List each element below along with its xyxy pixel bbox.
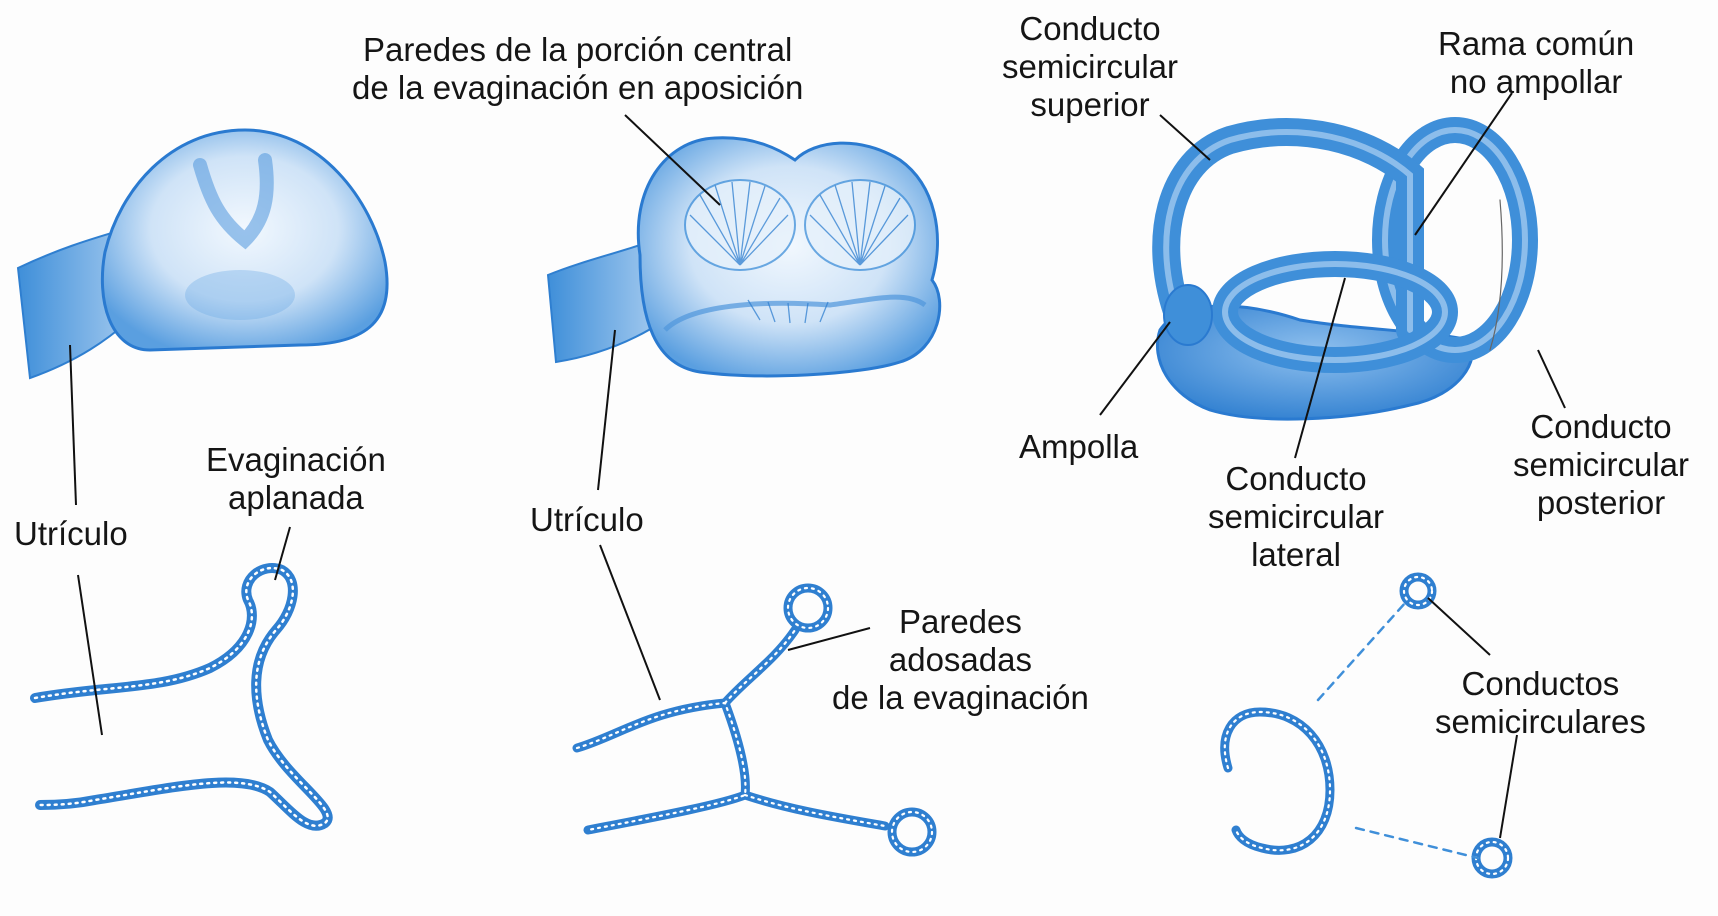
label-utriculo-2: Utrículo <box>530 501 644 539</box>
label-sc-posterior: Conducto semicircular posterior <box>1513 408 1689 522</box>
label-rama-comun: Rama común no ampollar <box>1438 25 1634 101</box>
label-paredes-adosadas: Paredes adosadas de la evaginación <box>832 603 1089 717</box>
panel2-utricle-3d <box>548 138 940 376</box>
label-line: lateral <box>1208 536 1384 574</box>
label-line: Conducto <box>1002 10 1178 48</box>
label-line: posterior <box>1513 484 1689 522</box>
label-line: superior <box>1002 86 1178 124</box>
label-line: adosadas <box>832 641 1089 679</box>
label-evaginacion-aplanada: Evaginación aplanada <box>206 441 386 517</box>
label-line: Rama común <box>1438 25 1634 63</box>
label-line: Evaginación <box>206 441 386 479</box>
label-line: semicirculares <box>1435 703 1646 741</box>
label-line: aplanada <box>206 479 386 517</box>
label-line: Paredes de la porción central <box>352 31 803 69</box>
label-line: no ampollar <box>1438 63 1634 101</box>
label-sc-superior: Conducto semicircular superior <box>1002 10 1178 124</box>
label-utriculo-1: Utrículo <box>14 515 128 553</box>
label-ampolla: Ampolla <box>1019 428 1138 466</box>
label-line: semicircular <box>1208 498 1384 536</box>
label-line: Conducto <box>1208 460 1384 498</box>
label-line: Paredes <box>832 603 1089 641</box>
label-line: semicircular <box>1002 48 1178 86</box>
label-conductos-semicirculares: Conductos semicirculares <box>1435 665 1646 741</box>
label-line: de la evaginación <box>832 679 1089 717</box>
panel1-utricle-3d <box>18 130 387 378</box>
label-sc-lateral: Conducto semicircular lateral <box>1208 460 1384 574</box>
label-line: Conducto <box>1513 408 1689 446</box>
ampulla <box>1164 285 1212 345</box>
section-apposed-wall-lower <box>745 795 885 826</box>
label-line: semicircular <box>1513 446 1689 484</box>
panel1-section <box>35 568 328 826</box>
section-utricle-wall <box>577 703 745 830</box>
label-line: Conductos <box>1435 665 1646 703</box>
label-line: de la evaginación en aposición <box>352 69 803 107</box>
label-paredes-porcion-central: Paredes de la porción central de la evag… <box>352 31 803 107</box>
section-remaining-duct <box>1225 712 1330 850</box>
panel3-semicircular-ducts-3d <box>1157 130 1525 419</box>
